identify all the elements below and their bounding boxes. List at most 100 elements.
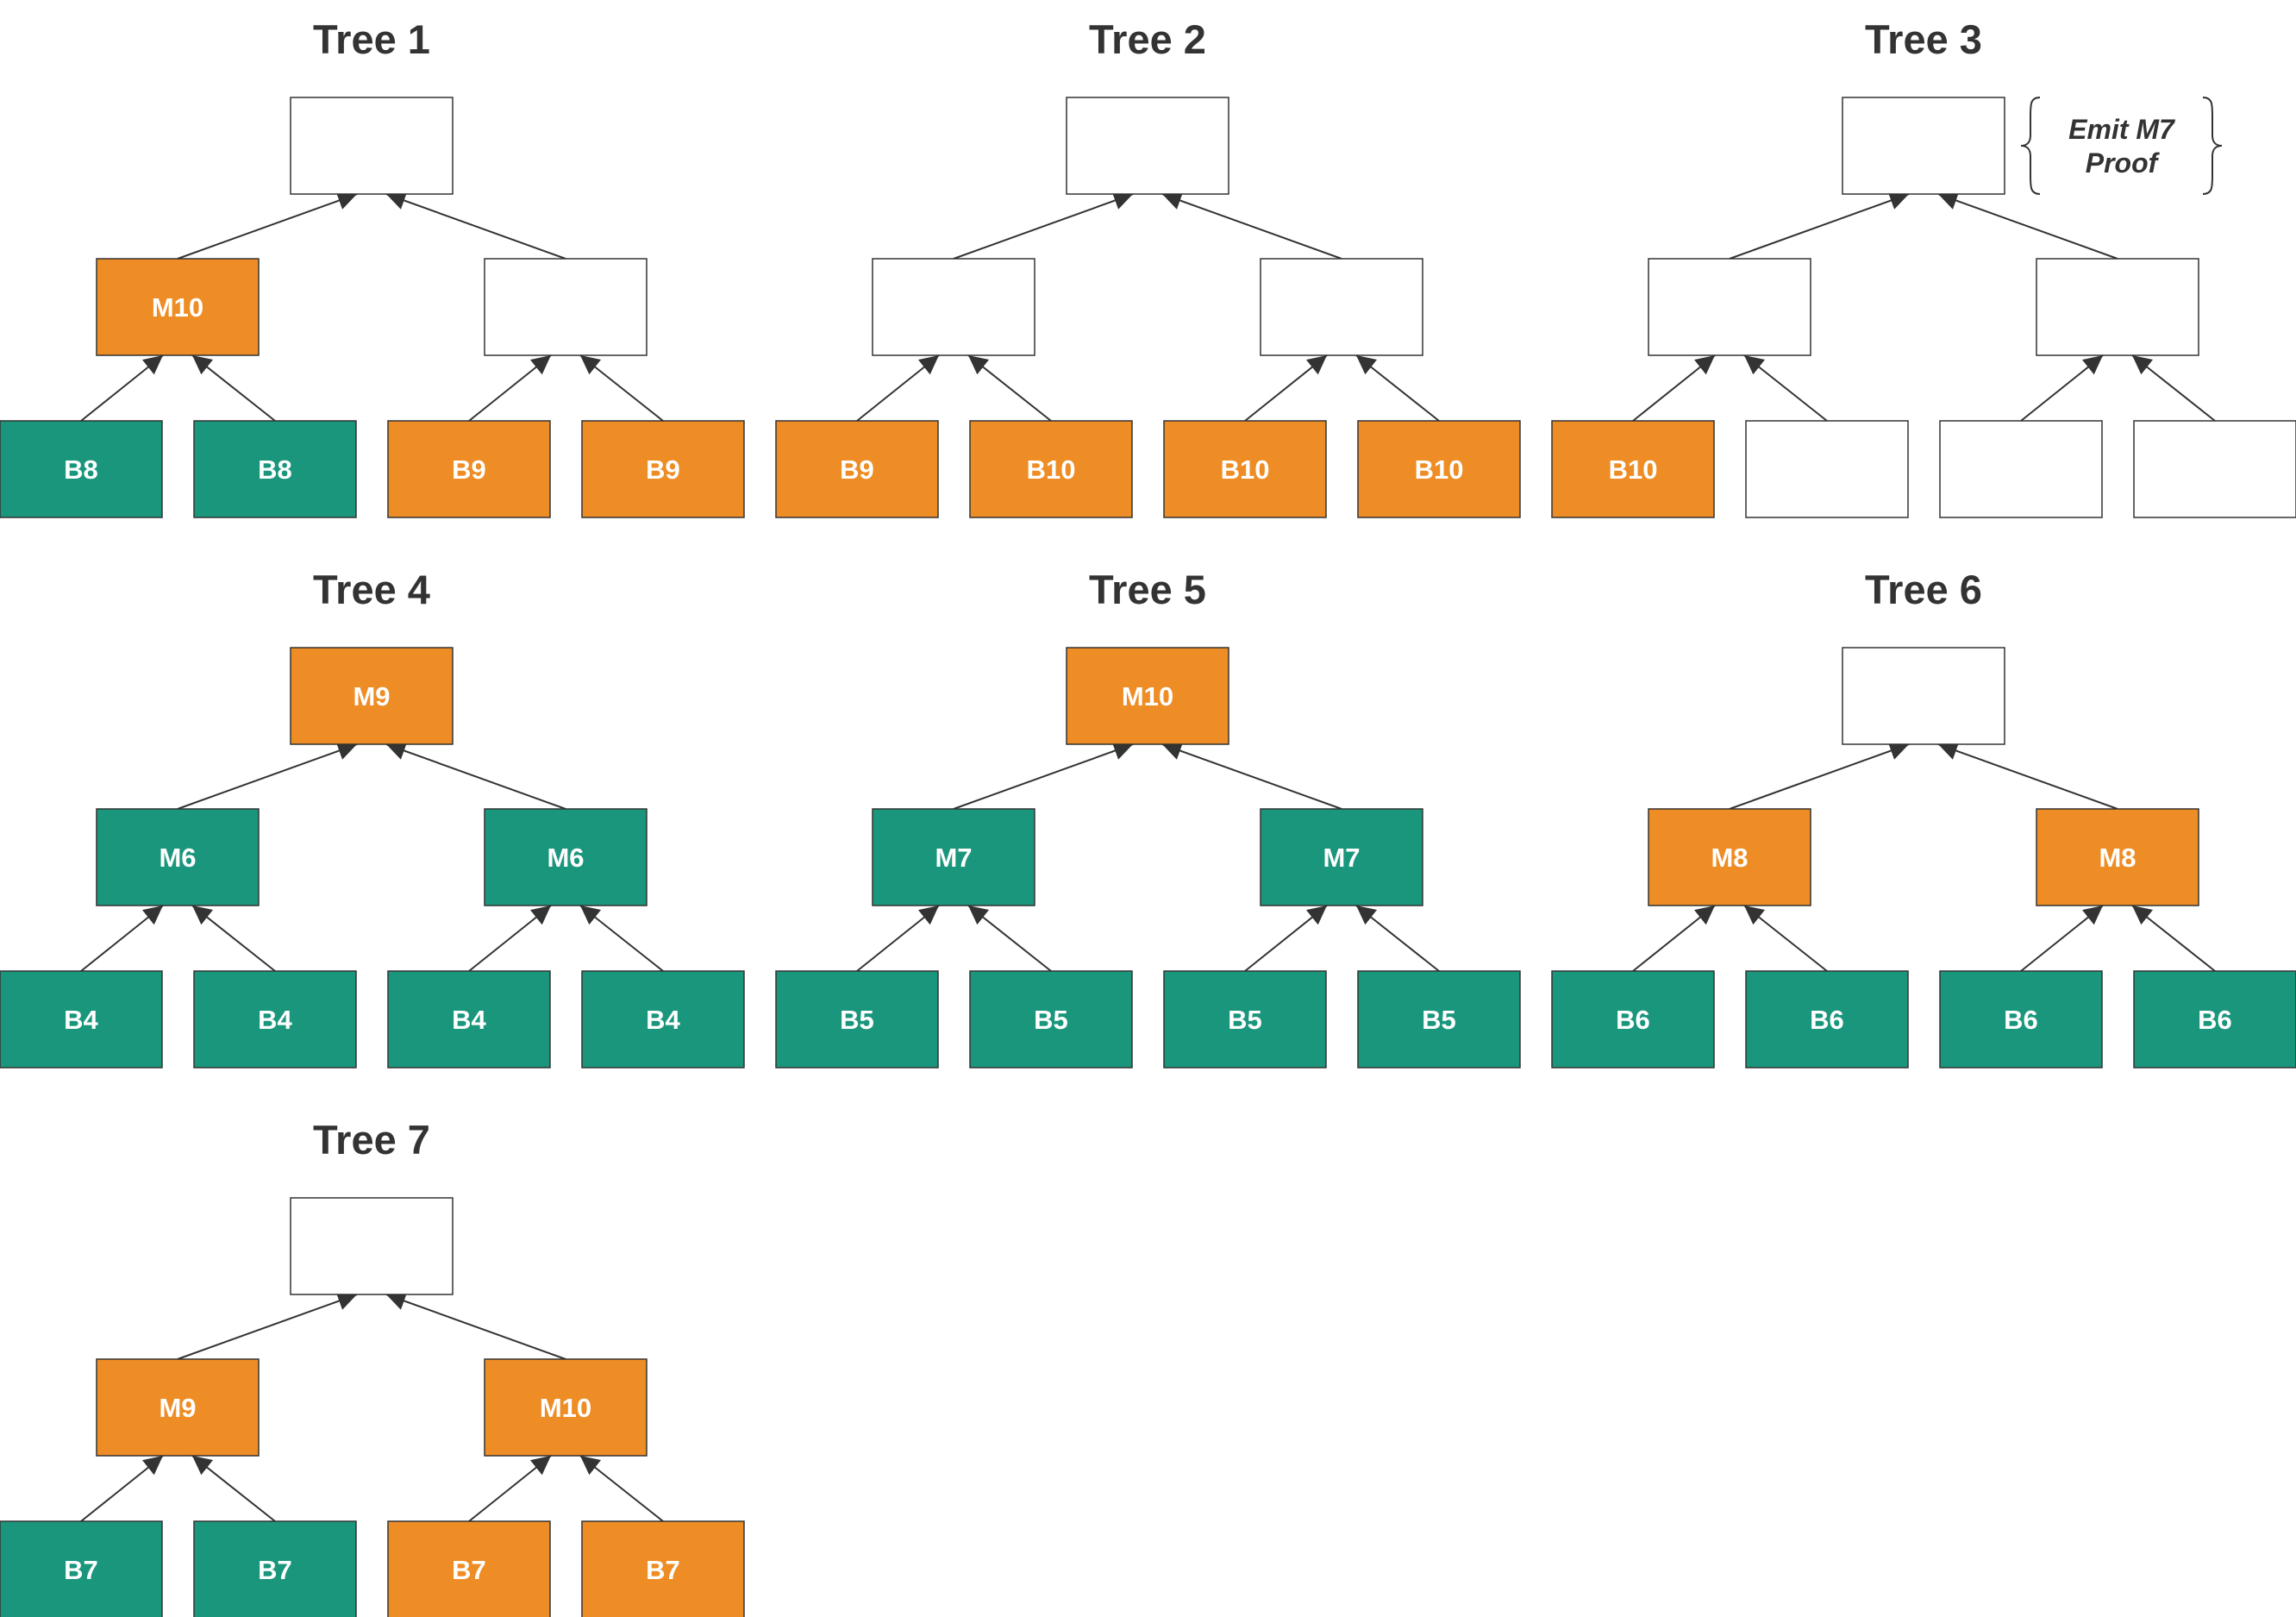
tree-5-leaf-2: B5	[969, 970, 1133, 1069]
tree-6-mid-2: M8	[2036, 808, 2199, 906]
tree-1-leaf-1: B8	[0, 420, 163, 518]
tree-6-mid-2-box	[2036, 808, 2199, 906]
tree-1-leaf-1-box	[0, 420, 163, 518]
tree-2-leaf-3: B10	[1163, 420, 1327, 518]
tree-5-mid-2-box	[1260, 808, 1423, 906]
tree-4-leaf-3: B4	[387, 970, 551, 1069]
right-brace-icon	[2202, 97, 2223, 195]
tree-6-edge-leaf-4	[2131, 905, 2216, 972]
tree-5-leaf-1-box	[775, 970, 939, 1069]
tree-5-leaf-4: B5	[1357, 970, 1521, 1069]
tree-4-leaf-3-box	[387, 970, 551, 1069]
tree-7-leaf-3-label: B7	[452, 1555, 486, 1585]
tree-6-leaf-2-box	[1745, 970, 1909, 1069]
tree-6-edge-leaf-3	[2020, 905, 2104, 972]
tree-7-edge-leaf-4	[579, 1455, 664, 1522]
tree-2-edge-leaf-1	[856, 354, 940, 422]
tree-7-edge-mid-2	[385, 1292, 566, 1360]
tree-2-title: Tree 2	[1089, 16, 1206, 62]
tree-1-leaf-3-label: B9	[452, 454, 486, 485]
tree-4-leaf-1-box	[0, 970, 163, 1069]
tree-5-leaf-2-label: B5	[1034, 1005, 1068, 1035]
tree-5-root-box	[1066, 647, 1229, 745]
tree-5-leaf-3-label: B5	[1228, 1005, 1262, 1035]
tree-6-leaf-1-box	[1551, 970, 1715, 1069]
emit-proof-line-1: Emit M7	[2068, 114, 2176, 145]
tree-3-leaf-2	[1745, 420, 1909, 518]
tree-6-mid-1-label: M8	[1711, 843, 1748, 873]
tree-5-edge-mid-2	[1161, 742, 1342, 810]
tree-2-leaf-1-box	[775, 420, 939, 518]
tree-7-edge-mid-1	[177, 1292, 358, 1360]
tree-3-title: Tree 3	[1865, 16, 1982, 62]
tree-2-edge-mid-2	[1161, 191, 1342, 260]
tree-2-edge-mid-1	[953, 191, 1134, 260]
tree-4-edge-leaf-1	[80, 905, 164, 972]
tree-3-edge-leaf-2	[1743, 354, 1828, 422]
tree-3-edge-mid-2	[1937, 191, 2118, 260]
tree-5-leaf-4-box	[1357, 970, 1521, 1069]
tree-7-edge-leaf-3	[468, 1455, 552, 1522]
tree-3-leaf-4-box	[2133, 420, 2296, 518]
tree-1-leaf-4: B9	[581, 420, 745, 518]
tree-5-leaf-1: B5	[775, 970, 939, 1069]
tree-1-edge-leaf-1	[80, 354, 164, 422]
tree-3-leaf-1: B10	[1551, 420, 1715, 518]
tree-6-edge-mid-2	[1937, 742, 2118, 810]
tree-2-edge-leaf-4	[1355, 354, 1440, 422]
tree-6-mid-1: M8	[1648, 808, 1811, 906]
tree-4-mid-2-box	[484, 808, 648, 906]
tree-2-leaf-2-label: B10	[1027, 454, 1076, 485]
tree-5-mid-1-box	[872, 808, 1035, 906]
tree-5-edge-leaf-4	[1355, 905, 1440, 972]
tree-4-leaf-4-label: B4	[646, 1005, 680, 1035]
tree-6-edge-leaf-2	[1743, 905, 1828, 972]
tree-6-mid-1-box	[1648, 808, 1811, 906]
tree-6-leaf-4-box	[2133, 970, 2296, 1069]
tree-2-leaf-3-label: B10	[1221, 454, 1270, 485]
tree-3-edge-leaf-4	[2131, 354, 2216, 422]
tree-1-root	[290, 97, 454, 195]
tree-4-edge-leaf-3	[468, 905, 552, 972]
tree-1-leaf-4-box	[581, 420, 745, 518]
tree-2-root-box	[1066, 97, 1229, 195]
tree-1-mid-1: M10	[96, 258, 260, 356]
tree-4-mid-2: M6	[484, 808, 648, 906]
tree-6-leaf-1-label: B6	[1616, 1005, 1650, 1035]
tree-1-root-box	[290, 97, 454, 195]
tree-1-mid-1-box	[96, 258, 260, 356]
tree-2-root	[1066, 97, 1229, 195]
tree-4-leaf-4-box	[581, 970, 745, 1069]
tree-2-leaf-3-box	[1163, 420, 1327, 518]
tree-2-leaf-1: B9	[775, 420, 939, 518]
tree-6-leaf-4: B6	[2133, 970, 2296, 1069]
tree-7-mid-2-box	[484, 1358, 648, 1457]
left-brace-icon	[2020, 97, 2041, 195]
tree-2-leaf-4: B10	[1357, 420, 1521, 518]
tree-5-edge-mid-1	[953, 742, 1134, 810]
tree-1-leaf-3-box	[387, 420, 551, 518]
tree-2-leaf-4-box	[1357, 420, 1521, 518]
tree-4-leaf-1-label: B4	[64, 1005, 98, 1035]
tree-7-leaf-2-label: B7	[258, 1555, 292, 1585]
emit-proof-line-2: Proof	[2086, 147, 2161, 179]
tree-4-leaf-2-box	[193, 970, 357, 1069]
tree-6-leaf-3-box	[1939, 970, 2103, 1069]
tree-5-mid-1: M7	[872, 808, 1035, 906]
tree-3-root	[1842, 97, 2005, 195]
tree-4-root-label: M9	[353, 681, 390, 711]
tree-1-leaf-1-label: B8	[64, 454, 98, 485]
tree-3-mid-2-box	[2036, 258, 2199, 356]
tree-2-edge-leaf-3	[1244, 354, 1328, 422]
tree-5-leaf-2-box	[969, 970, 1133, 1069]
tree-2-leaf-2: B10	[969, 420, 1133, 518]
tree-4-leaf-1: B4	[0, 970, 163, 1069]
tree-4-edge-leaf-2	[191, 905, 276, 972]
tree-4-leaf-4: B4	[581, 970, 745, 1069]
tree-7-leaf-1-label: B7	[64, 1555, 98, 1585]
